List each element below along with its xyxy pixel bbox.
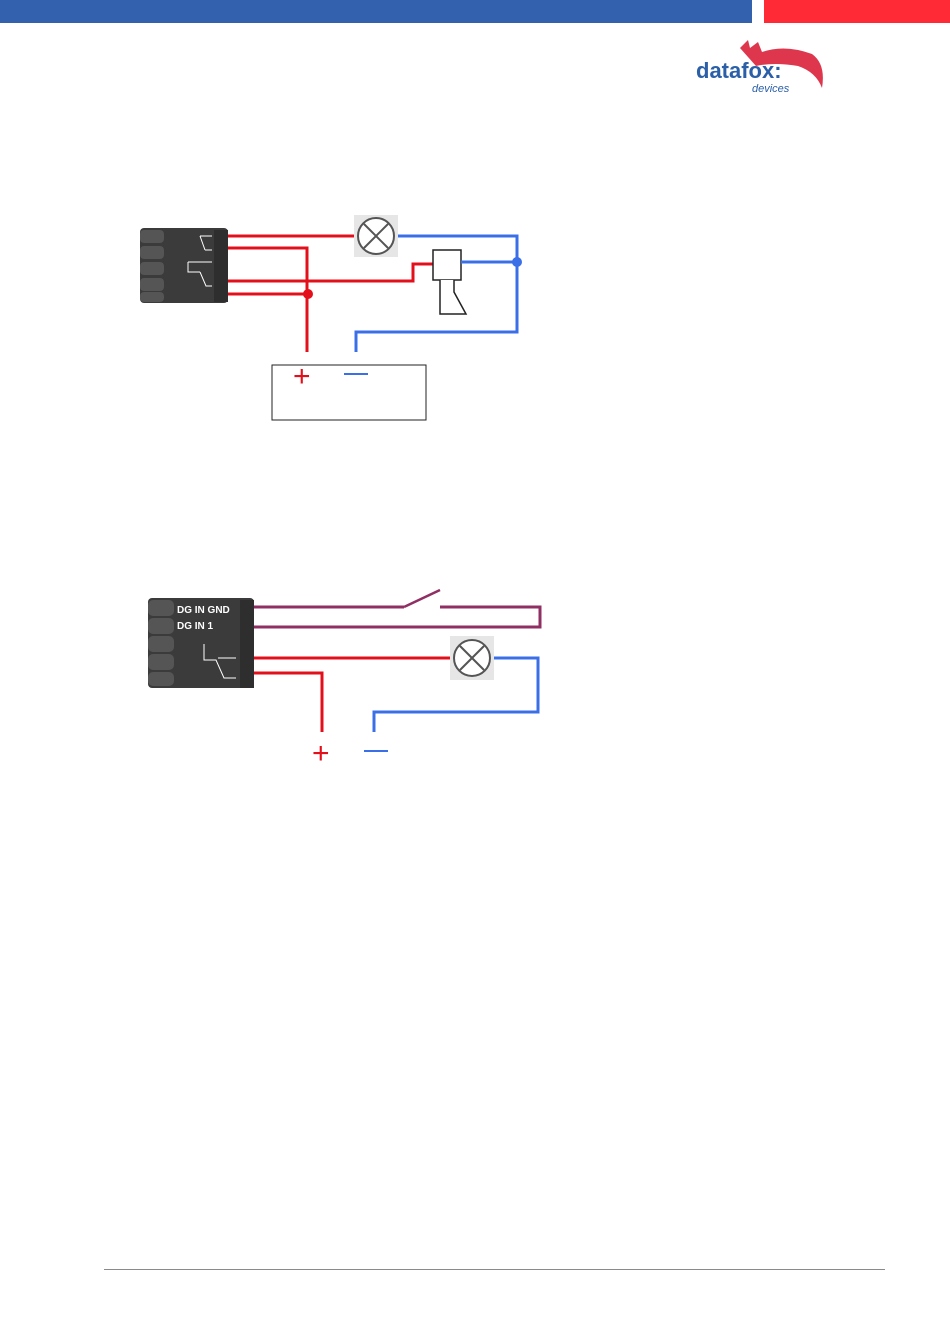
footer-divider [104,1269,885,1270]
connector-block-1 [140,228,228,303]
connector-label-gnd: DG IN GND [177,605,230,616]
positive-wires-2 [254,658,452,732]
lamp-icon-2 [450,636,494,680]
connector-label-in1: DG IN 1 [177,621,214,632]
lamp-icon [354,215,398,257]
diagram-2: DG IN GND DG IN 1 + [148,590,540,770]
connector-block-2: DG IN GND DG IN 1 [148,598,254,688]
junction-negative [512,257,522,267]
diagram-1: + [140,215,522,420]
plus-label-1: + [293,360,311,393]
plus-label-2: + [312,737,330,770]
positive-wires-1 [228,236,433,352]
horn-icon [433,250,466,314]
junction-positive [303,289,313,299]
input-wires-2 [254,590,540,627]
